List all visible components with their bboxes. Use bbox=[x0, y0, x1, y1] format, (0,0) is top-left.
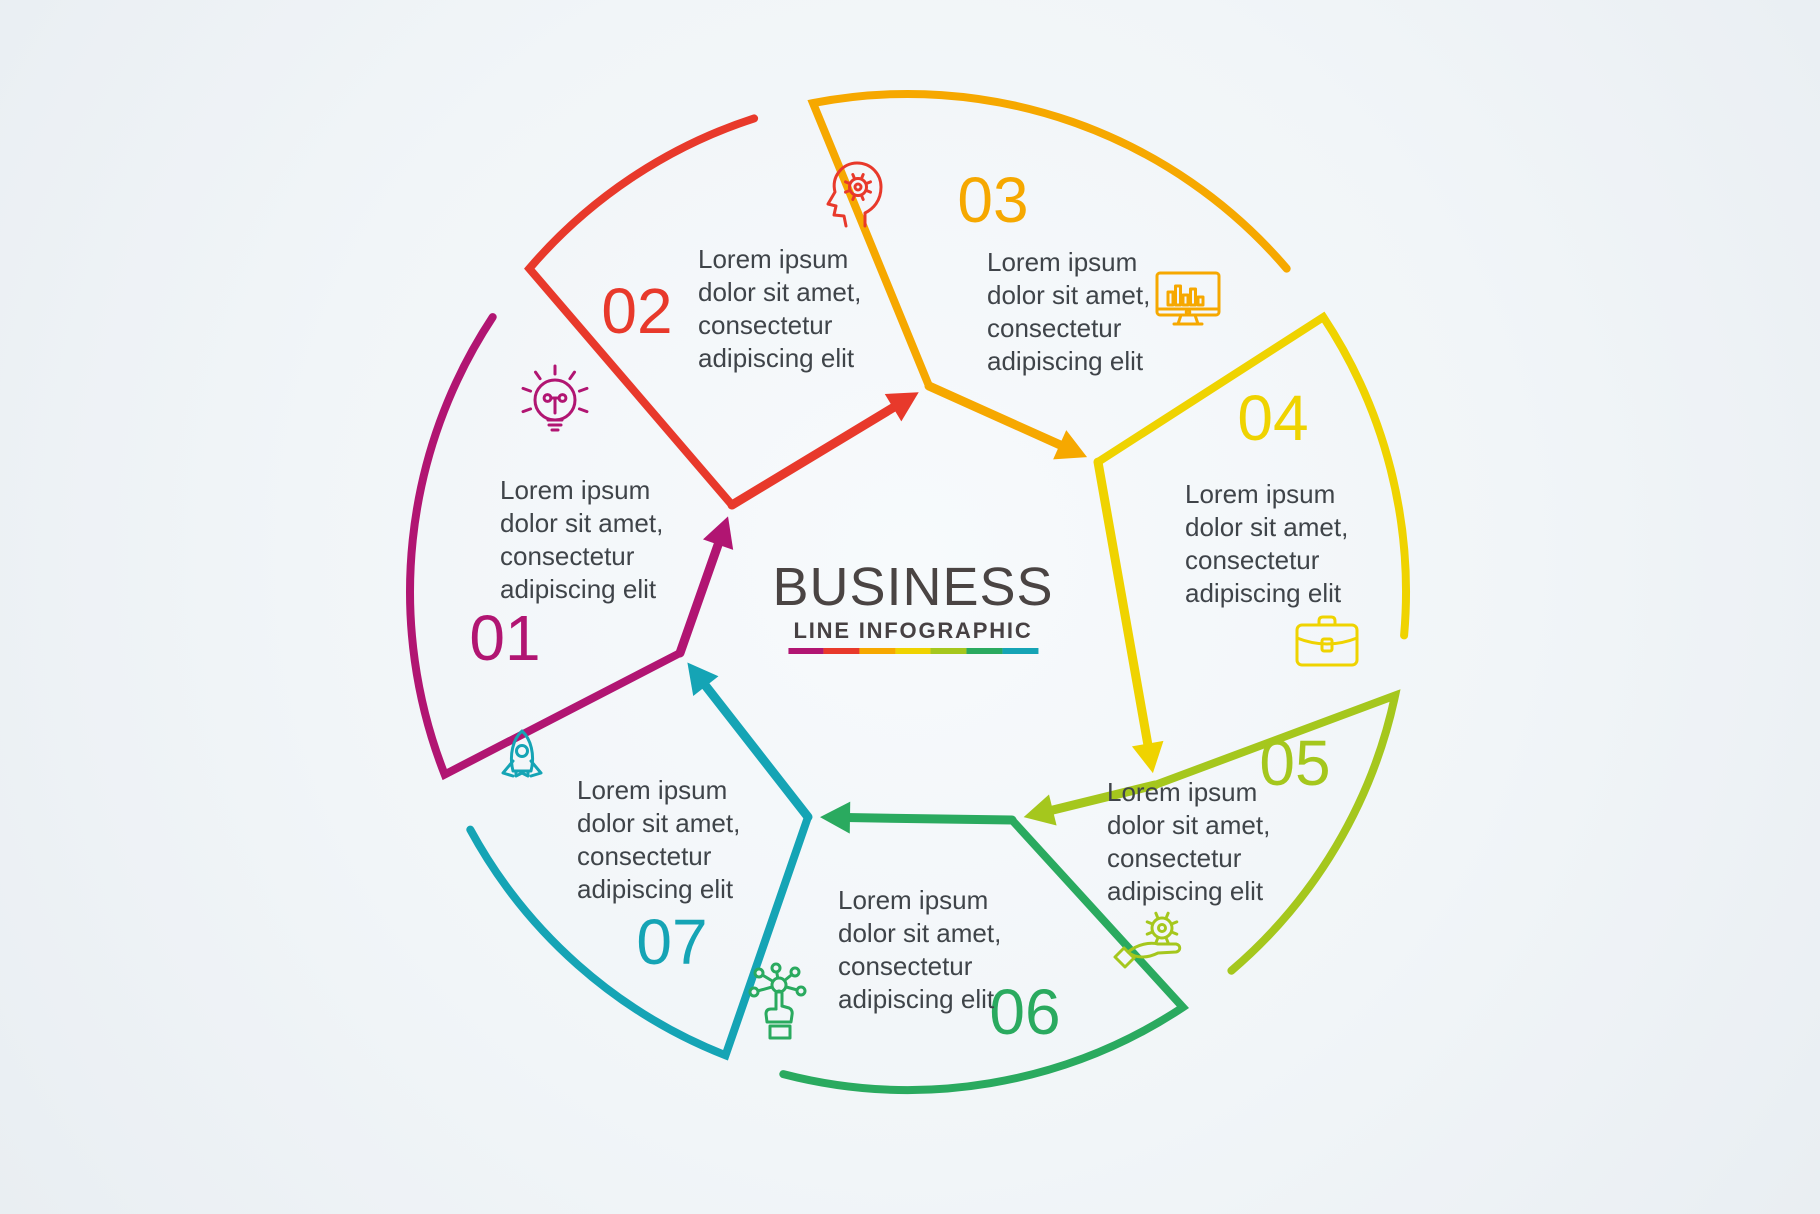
flow-arrow-shaft-06 bbox=[841, 813, 1017, 825]
petal-06 bbox=[779, 816, 1190, 1094]
underline-segment bbox=[859, 648, 896, 654]
underline-segment bbox=[895, 648, 931, 654]
step-caption-07: Lorem ipsum dolor sit amet, consectetur … bbox=[577, 775, 741, 904]
flow-arrow-shaft-01 bbox=[675, 536, 724, 658]
petal-01 bbox=[406, 313, 684, 781]
touch-network-icon bbox=[748, 962, 807, 1040]
center-title-block: BUSINESS LINE INFOGRAPHIC bbox=[772, 560, 1053, 654]
step-number-02: 02 bbox=[601, 275, 673, 347]
underline-segment bbox=[788, 648, 824, 654]
flow-arrowhead-07 bbox=[687, 662, 719, 696]
petal-05 bbox=[1151, 689, 1401, 975]
step-number-04: 04 bbox=[1237, 382, 1309, 454]
underline-segment bbox=[930, 648, 967, 654]
petal-02 bbox=[524, 114, 759, 509]
flow-arrow-shaft-03 bbox=[924, 381, 1068, 451]
step-number-06: 06 bbox=[989, 976, 1061, 1048]
flow-arrow-shaft-02 bbox=[727, 401, 901, 510]
step-caption-03: Lorem ipsum dolor sit amet, consectetur … bbox=[987, 247, 1151, 376]
page-subtitle: LINE INFOGRAPHIC bbox=[793, 618, 1033, 643]
step-number-07: 07 bbox=[636, 906, 708, 978]
flow-arrow-shaft-07 bbox=[698, 678, 813, 822]
flow-arrow-shaft-04 bbox=[1093, 457, 1153, 753]
flow-arrow-shaft-05 bbox=[1044, 780, 1160, 816]
step-caption-01: Lorem ipsum dolor sit amet, consectetur … bbox=[500, 475, 664, 604]
idea-lightbulb-icon bbox=[521, 364, 589, 432]
step-number-01: 01 bbox=[469, 602, 541, 674]
underline-segment bbox=[1002, 648, 1039, 654]
flow-arrowhead-06 bbox=[819, 801, 851, 834]
flow-arrowhead-01 bbox=[702, 516, 734, 550]
rainbow-underline bbox=[788, 648, 1039, 654]
petal-04 bbox=[1094, 311, 1410, 640]
step-caption-04: Lorem ipsum dolor sit amet, consectetur … bbox=[1185, 479, 1349, 608]
step-caption-02: Lorem ipsum dolor sit amet, consectetur … bbox=[698, 244, 862, 373]
page-title: BUSINESS bbox=[772, 557, 1054, 617]
underline-segment bbox=[823, 648, 860, 654]
monitor-chart-icon bbox=[1155, 271, 1221, 326]
step-caption-05: Lorem ipsum dolor sit amet, consectetur … bbox=[1107, 777, 1271, 906]
head-gear-icon bbox=[826, 161, 883, 228]
flow-arrowhead-02 bbox=[884, 392, 919, 422]
step-caption-06: Lorem ipsum dolor sit amet, consectetur … bbox=[838, 885, 1002, 1014]
step-number-03: 03 bbox=[957, 164, 1029, 236]
petal-03 bbox=[807, 89, 1291, 390]
rocket-icon bbox=[501, 729, 543, 778]
briefcase-icon bbox=[1295, 615, 1359, 667]
underline-segment bbox=[966, 648, 1003, 654]
flow-arrowhead-03 bbox=[1053, 430, 1088, 460]
flow-arrowhead-05 bbox=[1023, 794, 1057, 826]
petal-07 bbox=[466, 813, 812, 1061]
step-number-05: 05 bbox=[1259, 727, 1331, 799]
hand-gear-icon bbox=[1113, 911, 1182, 969]
flow-arrowhead-04 bbox=[1131, 740, 1164, 774]
